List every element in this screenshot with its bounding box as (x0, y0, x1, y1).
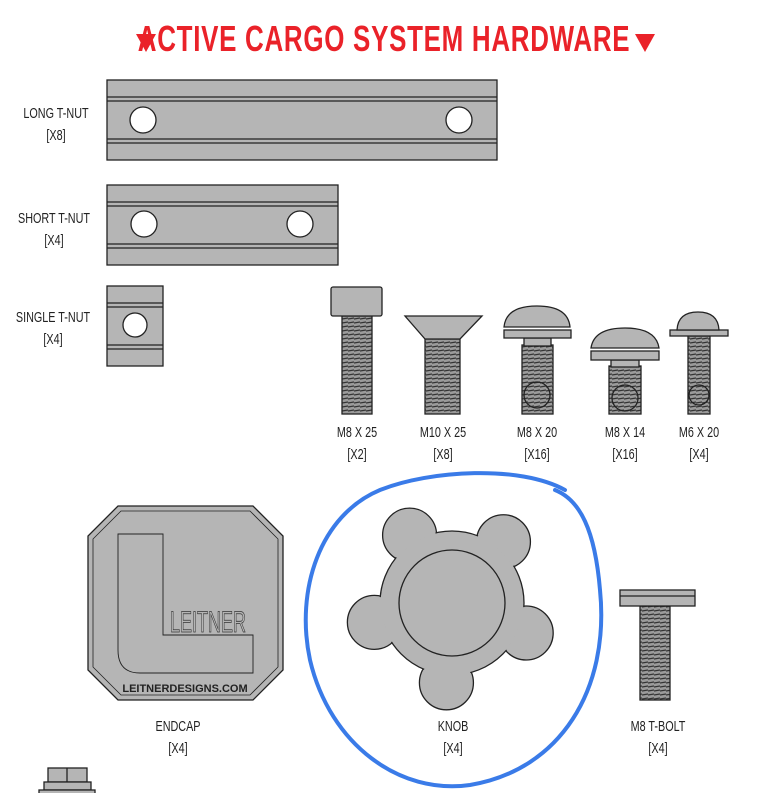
m8-t-bolt-label: M8 T-BOLT[X4] (630, 718, 686, 757)
page-title: ACTIVE CARGO SYSTEM HARDWARE (138, 18, 631, 59)
m6x20-bolt-image (669, 311, 729, 415)
m8x25-bolt-image (330, 286, 383, 415)
long-t-nut-image (106, 79, 498, 161)
endcap-image: LEITNER LEITNERDESIGNS.COM (87, 505, 284, 701)
single-t-nut-label: SINGLE T-NUT[X4] (15, 309, 91, 348)
m8x25-label: M8 X 25[X2] (336, 424, 378, 463)
m10x25-bolt-image (403, 315, 484, 415)
endcap-website: LEITNERDESIGNS.COM (122, 683, 247, 695)
knob-image (346, 507, 554, 711)
short-t-nut-image (106, 184, 339, 266)
m8x20-label: M8 X 20[X16] (516, 424, 558, 463)
m10x25-label: M10 X 25[X8] (419, 424, 467, 463)
m8x14-bolt-image (590, 327, 660, 415)
long-t-nut-label: LONG T-NUT[X8] (23, 105, 89, 144)
endcap-label: ENDCAP[X4] (155, 718, 201, 757)
short-t-nut-label: SHORT T-NUT[X4] (17, 210, 90, 249)
m8-t-bolt-image (619, 589, 696, 701)
annotation-circle (303, 471, 604, 789)
endcap-brand: LEITNER (170, 607, 246, 640)
m8x14-label: M8 X 14[X16] (604, 424, 646, 463)
m8x20-bolt-image (503, 305, 572, 415)
single-t-nut-image (106, 285, 164, 367)
m6x20-label: M6 X 20[X4] (678, 424, 720, 463)
triangle-right-icon (635, 34, 655, 52)
triangle-left-icon (136, 34, 156, 52)
hex-bolt-partial-image (38, 767, 96, 793)
knob-label: KNOB[X4] (437, 718, 469, 757)
